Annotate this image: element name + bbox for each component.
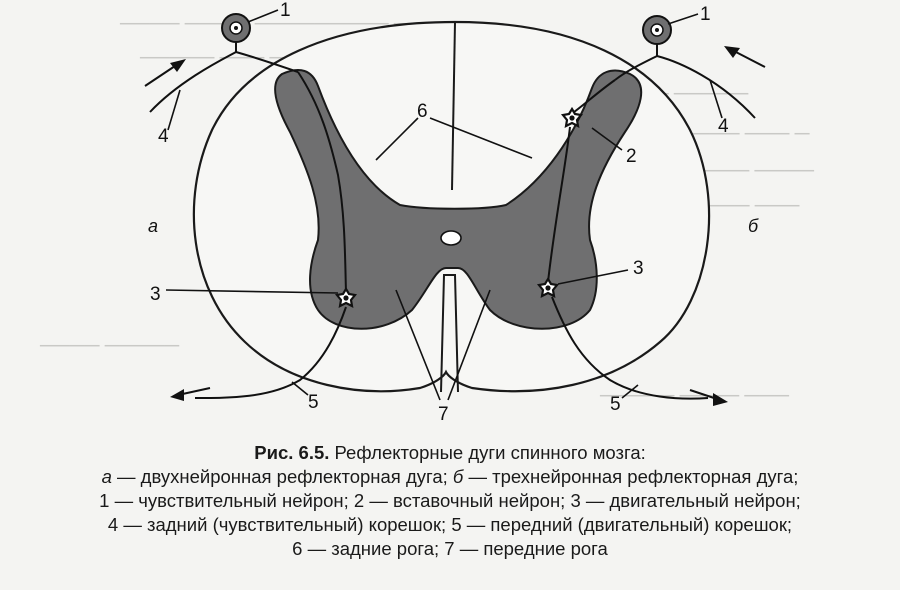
label-ventral-root-right: 5 — [610, 394, 621, 415]
label-side-a: а — [148, 216, 158, 236]
leader-lines — [165, 9, 723, 401]
posterior-median-septum — [451, 21, 456, 191]
interneuron-axon-right — [547, 126, 571, 283]
label-motor-neuron-right: 3 — [633, 258, 644, 279]
caption-line-1: Рис. 6.5. Рефлекторные дуги спинного моз… — [0, 441, 900, 465]
figure-caption: Рис. 6.5. Рефлекторные дуги спинного моз… — [0, 441, 900, 561]
label-motor-neuron-left: 3 — [150, 284, 161, 305]
figure-number: Рис. 6.5. — [254, 442, 330, 463]
label-ventral-root-left: 5 — [308, 392, 319, 413]
arrow-right-efferent — [689, 389, 728, 406]
ventral-root-right — [551, 296, 709, 400]
central-canal — [440, 230, 462, 246]
label-dorsal-horns: 6 — [417, 101, 428, 122]
reflex-axon-left — [297, 71, 347, 294]
caption-title: Рефлекторные дуги спинного мозга: — [329, 442, 646, 463]
caption-a-text: — двухнейронная рефлекторная дуга; — [111, 466, 453, 487]
label-side-b: б — [748, 216, 759, 236]
caption-b-letter: б — [452, 466, 464, 487]
ventral-root-left — [194, 306, 347, 399]
label-interneuron: 2 — [626, 146, 637, 167]
arrow-left-afferent — [144, 59, 186, 87]
sensory-neuron-right — [614, 15, 756, 119]
label-dorsal-root-right: 4 — [718, 116, 729, 137]
caption-a-letter: а — [101, 466, 112, 487]
sensory-neuron-left — [149, 13, 299, 113]
caption-line-5: 6 — задние рога; 7 — передние рога — [292, 538, 608, 559]
caption-b-text: — трехнейронная рефлекторная дуга; — [463, 466, 799, 487]
arrow-left-efferent — [170, 387, 211, 401]
spinal-cord-diagram: 1 1 2 3 3 4 4 5 5 6 7 а б — [144, 0, 766, 425]
caption-line-3: 1 — чувствительный нейрон; 2 — вставочны… — [99, 490, 801, 511]
label-sensory-neuron-left: 1 — [280, 0, 291, 21]
dorsal-axon-right — [573, 79, 616, 113]
label-ventral-horns: 7 — [438, 404, 449, 425]
label-dorsal-root-left: 4 — [158, 126, 169, 147]
caption-line-4: 4 — задний (чувствительный) корешок; 5 —… — [107, 514, 793, 535]
anterior-median-fissure — [440, 274, 459, 393]
arrow-right-afferent — [724, 46, 766, 68]
caption-line-2: а — двухнейронная рефлекторная дуга; б —… — [0, 465, 900, 489]
label-sensory-neuron-right: 1 — [700, 4, 711, 25]
